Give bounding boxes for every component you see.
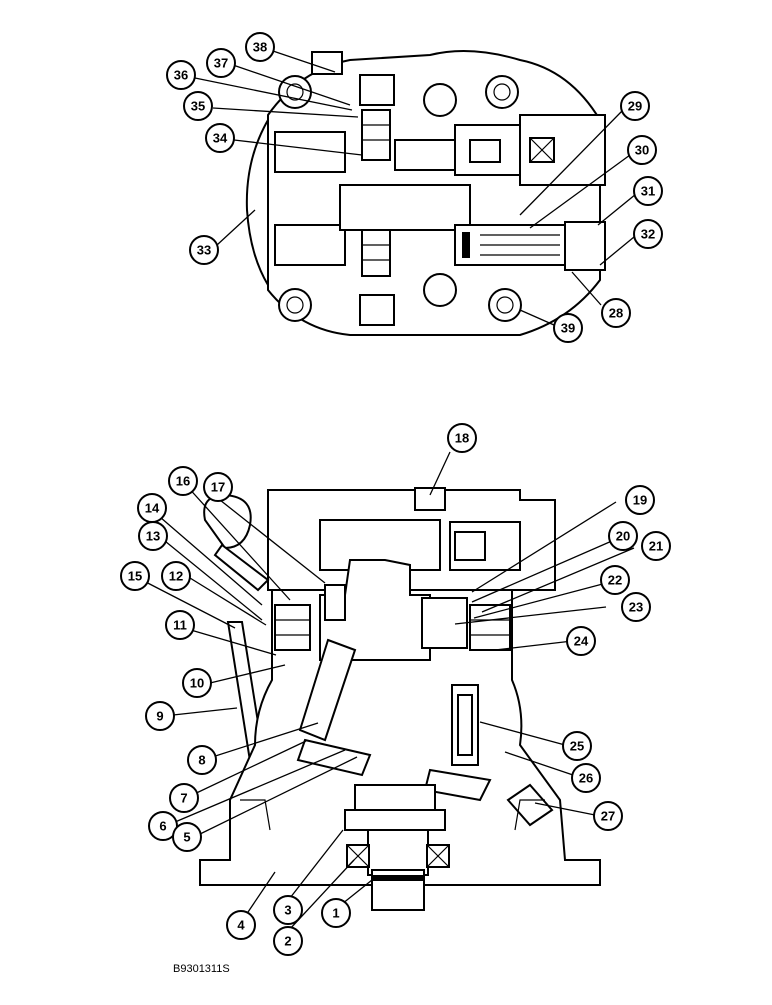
callout-label: 7 [180, 791, 187, 806]
callout-label: 14 [145, 501, 160, 516]
callout-label: 15 [128, 569, 142, 584]
callout-label: 31 [641, 184, 655, 199]
callout-label: 6 [159, 819, 166, 834]
callout-11: 11 [165, 610, 195, 640]
callout-label: 3 [284, 903, 291, 918]
callout-label: 19 [633, 493, 647, 508]
callout-15: 15 [120, 561, 150, 591]
callout-label: 32 [641, 227, 655, 242]
callout-label: 10 [190, 676, 204, 691]
callout-label: 11 [173, 618, 187, 633]
leader-lines [137, 49, 637, 931]
callout-label: 39 [561, 321, 575, 336]
callout-label: 8 [198, 753, 205, 768]
callout-10: 10 [182, 668, 212, 698]
callout-39: 39 [553, 313, 583, 343]
callout-17: 17 [203, 472, 233, 502]
callout-25: 25 [562, 731, 592, 761]
callout-label: 35 [191, 99, 205, 114]
callout-19: 19 [625, 485, 655, 515]
callout-21: 21 [641, 531, 671, 561]
callout-label: 29 [628, 99, 642, 114]
callout-label: 16 [176, 474, 190, 489]
callout-label: 28 [609, 306, 623, 321]
callout-label: 33 [197, 243, 211, 258]
callout-label: 22 [608, 573, 622, 588]
callout-2: 2 [273, 926, 303, 956]
callout-4: 4 [226, 910, 256, 940]
callout-20: 20 [608, 521, 638, 551]
callout-label: 21 [649, 539, 663, 554]
callout-37: 37 [206, 48, 236, 78]
callout-label: 23 [629, 600, 643, 615]
callout-34: 34 [205, 123, 235, 153]
callout-12: 12 [161, 561, 191, 591]
callout-30: 30 [627, 135, 657, 165]
callout-28: 28 [601, 298, 631, 328]
callout-31: 31 [633, 176, 663, 206]
callout-label: 12 [169, 569, 183, 584]
callout-27: 27 [593, 801, 623, 831]
callout-label: 25 [570, 739, 584, 754]
callout-label: 34 [213, 131, 228, 146]
callout-label: 27 [601, 809, 615, 824]
callout-label: 37 [214, 56, 228, 71]
callout-label: 4 [237, 918, 245, 933]
callout-26: 26 [571, 763, 601, 793]
callout-label: 26 [579, 771, 593, 786]
callout-8: 8 [187, 745, 217, 775]
callout-6: 6 [148, 811, 178, 841]
callout-38: 38 [245, 32, 275, 62]
callout-label: 13 [146, 529, 160, 544]
callout-13: 13 [138, 521, 168, 551]
callout-18: 18 [447, 423, 477, 453]
callout-14: 14 [137, 493, 167, 523]
callout-3: 3 [273, 895, 303, 925]
callout-32: 32 [633, 219, 663, 249]
callout-36: 36 [166, 60, 196, 90]
callout-label: 30 [635, 143, 649, 158]
callout-16: 16 [168, 466, 198, 496]
callout-label: 17 [211, 480, 225, 495]
callout-29: 29 [620, 91, 650, 121]
callout-22: 22 [600, 565, 630, 595]
callout-label: 9 [156, 709, 163, 724]
callout-label: 2 [284, 934, 291, 949]
callout-label: 20 [616, 529, 630, 544]
callout-7: 7 [169, 783, 199, 813]
callout-label: 5 [183, 830, 190, 845]
callout-35: 35 [183, 91, 213, 121]
callout-23: 23 [621, 592, 651, 622]
callout-label: 18 [455, 431, 469, 446]
callout-label: 38 [253, 40, 267, 55]
callout-1: 1 [321, 898, 351, 928]
callout-5: 5 [172, 822, 202, 852]
callout-33: 33 [189, 235, 219, 265]
bottom-motor-section-view [199, 487, 601, 911]
callout-label: 36 [174, 68, 188, 83]
callout-24: 24 [566, 626, 596, 656]
callout-label: 1 [332, 906, 339, 921]
callout-9: 9 [145, 701, 175, 731]
callout-label: 24 [574, 634, 589, 649]
top-valve-block-view [245, 50, 606, 336]
figure-id: B9301311S [173, 963, 230, 975]
